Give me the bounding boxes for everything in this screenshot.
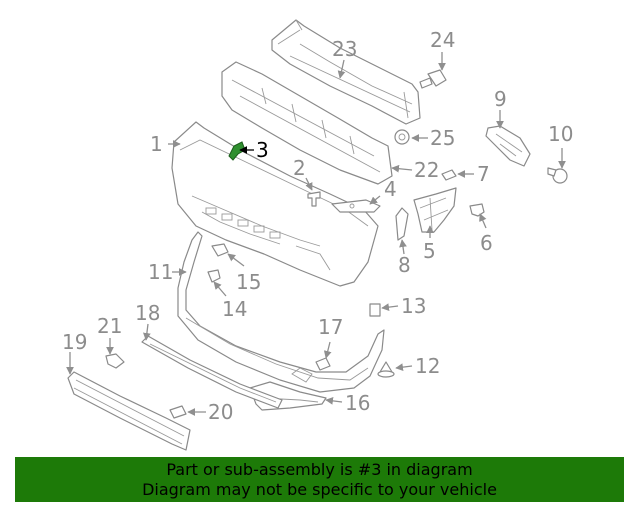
callout-22: 22 xyxy=(414,158,439,182)
part-19-grille-strip xyxy=(67,371,191,451)
part-15-clip xyxy=(211,243,229,257)
leader-13 xyxy=(381,303,399,311)
callout-11: 11 xyxy=(148,260,173,284)
part-8-reflector xyxy=(395,207,409,241)
part-17-screw xyxy=(315,357,331,371)
leader-2 xyxy=(305,177,313,191)
part-22-energy-absorber xyxy=(221,61,393,185)
callout-13: 13 xyxy=(401,294,426,318)
part-7-screw xyxy=(441,169,457,181)
part-5-side-bracket xyxy=(413,187,457,233)
callout-5: 5 xyxy=(423,239,436,263)
part-12-fastener xyxy=(377,361,395,378)
part-9-bracket xyxy=(485,125,531,167)
leader-17 xyxy=(323,341,332,359)
part-25-nut xyxy=(394,129,410,145)
leader-lines xyxy=(66,52,566,416)
callout-15: 15 xyxy=(236,270,261,294)
callout-24: 24 xyxy=(430,28,455,52)
callout-18: 18 xyxy=(135,301,160,325)
callout-6: 6 xyxy=(480,231,493,255)
part-11-lower-cover xyxy=(177,231,385,393)
callout-23: 23 xyxy=(332,37,357,61)
banner-line-part: Part or sub-assembly is #3 in diagram xyxy=(166,460,473,479)
part-2-clip xyxy=(307,191,321,207)
part-20-screw xyxy=(169,405,187,419)
callout-8: 8 xyxy=(398,253,411,277)
leader-12 xyxy=(395,363,413,371)
leader-4 xyxy=(369,195,381,205)
part-4-bracket xyxy=(331,199,381,213)
part-6-clip xyxy=(469,203,485,217)
leader-15 xyxy=(227,253,245,267)
leader-6 xyxy=(479,213,487,229)
callout-10: 10 xyxy=(548,122,573,146)
callout-21: 21 xyxy=(97,314,122,338)
info-banner: Part or sub-assembly is #3 in diagram Di… xyxy=(15,457,624,502)
callout-labels: 1 2 3 4 5 6 7 8 9 10 11 12 13 14 15 16 1… xyxy=(62,28,573,424)
callout-9: 9 xyxy=(494,87,507,111)
part-13-clip xyxy=(369,303,381,317)
leader-22 xyxy=(391,164,413,173)
callout-25: 25 xyxy=(430,126,455,150)
part-24-bolt xyxy=(419,69,447,89)
parts-diagram: 1 2 3 4 5 6 7 8 9 10 11 12 13 14 15 16 1… xyxy=(62,19,573,451)
banner-line-disclaimer: Diagram may not be specific to your vehi… xyxy=(142,480,497,499)
leader-18 xyxy=(143,323,151,341)
leader-23 xyxy=(337,59,346,79)
leader-14 xyxy=(213,281,227,297)
callout-2: 2 xyxy=(293,156,306,180)
callout-19: 19 xyxy=(62,330,87,354)
callout-17: 17 xyxy=(318,315,343,339)
callout-4: 4 xyxy=(384,177,397,201)
part-23-reinforcement-beam xyxy=(271,19,421,125)
leader-16 xyxy=(325,397,343,405)
part-10-nut xyxy=(547,167,568,184)
part-21-clip xyxy=(105,353,125,369)
callout-16: 16 xyxy=(345,391,370,415)
callout-3: 3 xyxy=(256,138,269,162)
leader-8 xyxy=(399,239,407,255)
callout-12: 12 xyxy=(415,354,440,378)
callout-1: 1 xyxy=(150,132,163,156)
callout-14: 14 xyxy=(222,297,247,321)
part-14-clip xyxy=(207,269,221,283)
callout-20: 20 xyxy=(208,400,233,424)
part-18-trim-strip xyxy=(141,335,283,409)
callout-7: 7 xyxy=(477,162,490,186)
